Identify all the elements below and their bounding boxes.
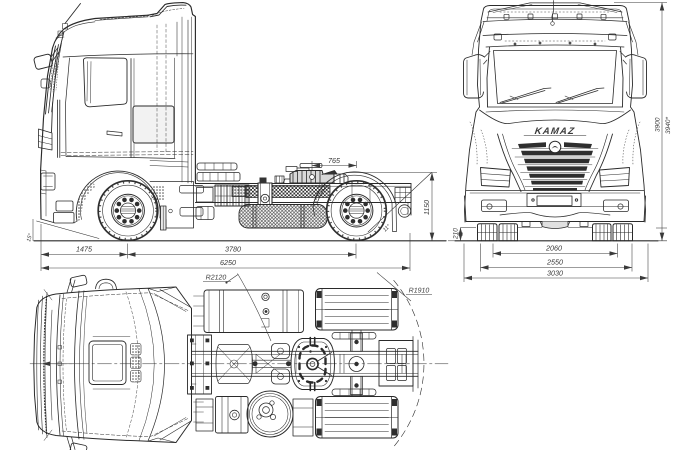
svg-text:11°: 11° bbox=[382, 223, 392, 233]
svg-text:3940*: 3940* bbox=[665, 117, 672, 134]
svg-text:6250: 6250 bbox=[220, 258, 236, 267]
svg-text:R1910: R1910 bbox=[409, 288, 430, 295]
svg-text:2060: 2060 bbox=[545, 244, 562, 253]
svg-text:765: 765 bbox=[328, 156, 341, 165]
svg-text:3030: 3030 bbox=[547, 269, 563, 278]
svg-text:3900: 3900 bbox=[655, 117, 662, 132]
svg-text:15°: 15° bbox=[26, 232, 34, 242]
svg-text:3780: 3780 bbox=[225, 245, 241, 254]
svg-text:R2120: R2120 bbox=[206, 275, 227, 282]
svg-text:2550: 2550 bbox=[546, 258, 563, 267]
svg-text:1475: 1475 bbox=[76, 245, 93, 254]
svg-text:KAMAZ: KAMAZ bbox=[534, 126, 576, 137]
svg-text:1150: 1150 bbox=[424, 200, 431, 215]
svg-text:210: 210 bbox=[453, 228, 460, 240]
